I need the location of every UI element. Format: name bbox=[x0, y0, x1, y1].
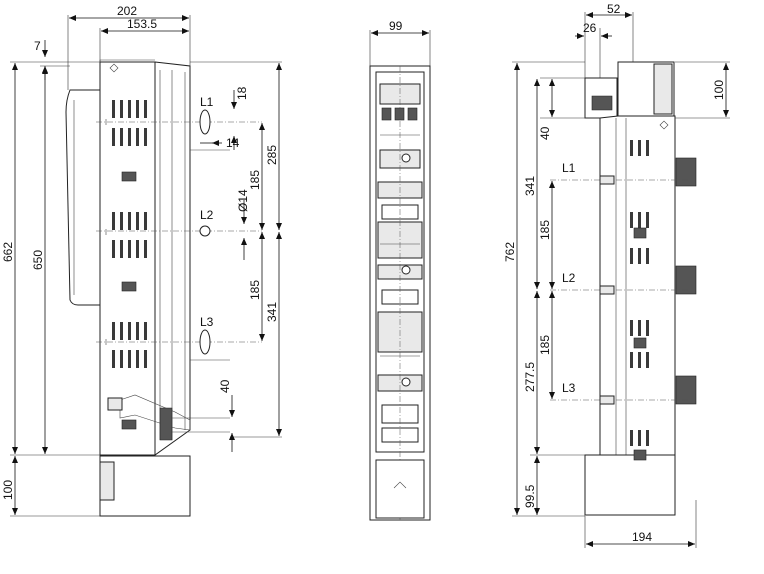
dim-194: 194 bbox=[632, 530, 652, 544]
left-dimensions: 202 153.5 7 662 650 100 L1 L2 bbox=[1, 4, 282, 517]
dim-762: 762 bbox=[503, 242, 517, 262]
dim-40-left: 40 bbox=[218, 379, 232, 393]
dim-99: 99 bbox=[389, 19, 403, 33]
right-housing bbox=[550, 61, 697, 516]
left-vent-slots bbox=[112, 100, 147, 430]
dim-7: 7 bbox=[34, 39, 41, 53]
dim-26: 26 bbox=[583, 21, 597, 35]
dim-100-left: 100 bbox=[1, 480, 15, 500]
dim-52: 52 bbox=[607, 2, 621, 16]
label-l3-left: L3 bbox=[200, 315, 214, 329]
dim-18: 18 bbox=[235, 86, 249, 100]
label-l3-right: L3 bbox=[562, 381, 576, 395]
dim-341-left: 341 bbox=[265, 302, 279, 322]
dim-277-5: 277.5 bbox=[523, 362, 537, 392]
dim-99-5: 99.5 bbox=[523, 484, 537, 508]
dim-dia-14: Ø14 bbox=[236, 189, 250, 212]
dim-285: 285 bbox=[265, 145, 279, 165]
left-housing bbox=[65, 59, 262, 517]
dim-202: 202 bbox=[117, 4, 137, 18]
dim-185-upper-left: 185 bbox=[248, 170, 262, 190]
dim-40-right: 40 bbox=[538, 126, 552, 140]
dim-341-right: 341 bbox=[523, 176, 537, 196]
left-terminals bbox=[96, 109, 262, 441]
dim-662: 662 bbox=[1, 242, 15, 262]
side-view-right: 52 26 100 762 40 341 185 bbox=[503, 2, 730, 548]
label-l2-right: L2 bbox=[562, 271, 576, 285]
front-housing bbox=[369, 65, 431, 521]
dim-650: 650 bbox=[31, 250, 45, 270]
label-l2-left: L2 bbox=[200, 208, 214, 222]
label-l1-left: L1 bbox=[200, 95, 214, 109]
dim-185-upper-right: 185 bbox=[538, 220, 552, 240]
dim-185-lower-right: 185 bbox=[538, 335, 552, 355]
dim-100-right: 100 bbox=[712, 80, 726, 100]
side-view-left: 202 153.5 7 662 650 100 L1 L2 bbox=[1, 4, 282, 517]
label-l1-right: L1 bbox=[562, 161, 576, 175]
dim-153-5: 153.5 bbox=[127, 17, 157, 31]
dim-14: 14 bbox=[226, 136, 240, 150]
dim-185-lower-left: 185 bbox=[248, 280, 262, 300]
right-vent-slots bbox=[630, 140, 649, 461]
right-dimensions: 52 26 100 762 40 341 185 bbox=[503, 2, 730, 548]
front-view: 99 bbox=[369, 19, 431, 521]
